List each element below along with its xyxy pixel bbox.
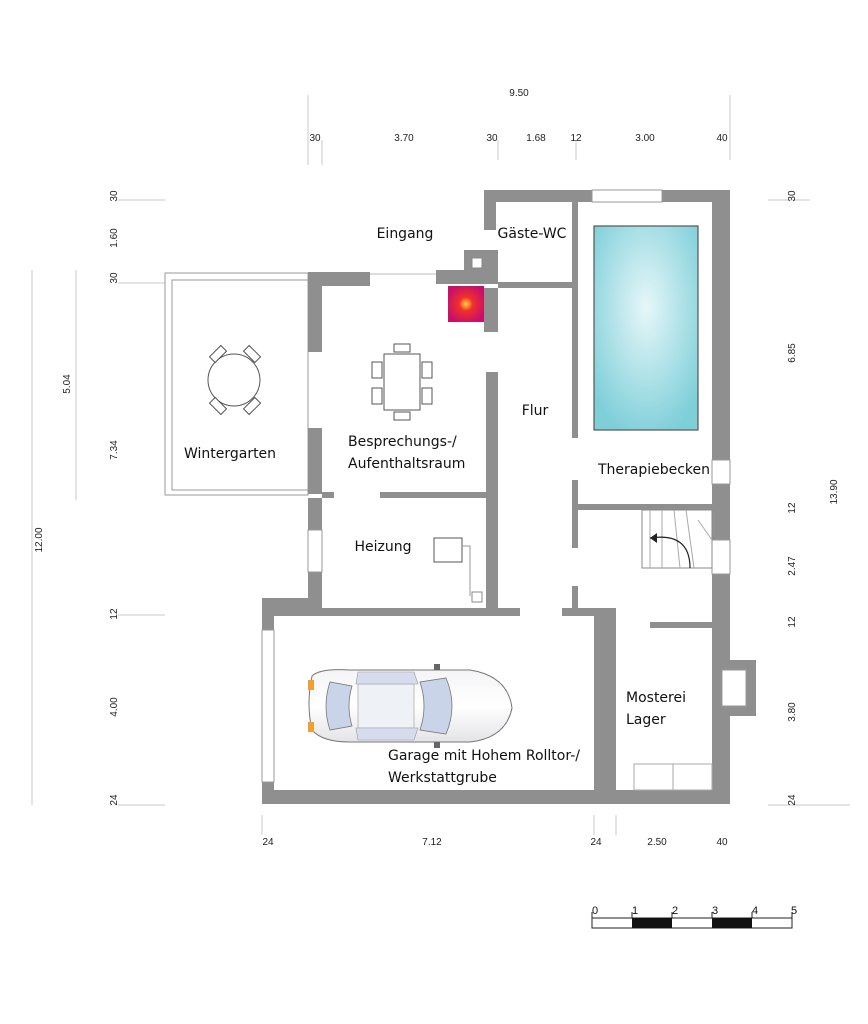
dim-right-3: 2.47 — [787, 556, 798, 576]
dim-right-0: 30 — [787, 190, 798, 202]
dim-top-1: 3.70 — [394, 133, 414, 144]
therapy-pool — [593, 225, 699, 431]
dim-left-4: 12 — [109, 608, 120, 620]
room-label-wintergarten: Wintergarten — [184, 446, 276, 462]
dim-top-total: 9.50 — [509, 88, 529, 99]
scale-label-0: 0 — [592, 905, 598, 917]
room-label-gaeste-wc: Gäste-WC — [498, 226, 567, 242]
dim-left-6: 24 — [109, 794, 120, 806]
dim-bottom-2: 24 — [590, 837, 602, 848]
car-icon — [308, 664, 513, 748]
room-label-garage-line1: Garage mit Hohem Rolltor-/ — [388, 748, 580, 764]
room-label-heizung: Heizung — [354, 539, 411, 555]
dim-right-total: 13.90 — [829, 479, 840, 504]
dim-top-2: 30 — [486, 133, 498, 144]
dim-left-1: 1.60 — [109, 228, 120, 248]
dim-right-1: 6.85 — [787, 343, 798, 363]
scale-label-1: 1 — [632, 905, 638, 917]
scale-label-5: 5 — [791, 905, 797, 917]
shelf-icon — [633, 763, 713, 791]
dim-right-6: 24 — [787, 794, 798, 806]
dim-top-4: 12 — [570, 133, 582, 144]
room-label-garage-line2: Werkstattgrube — [388, 770, 497, 786]
staircase-icon — [641, 509, 713, 569]
boiler-icon — [433, 537, 483, 603]
room-label-mosterei-line2: Lager — [626, 712, 666, 728]
dim-top-3: 1.68 — [526, 133, 546, 144]
dim-top-6: 40 — [716, 133, 728, 144]
scale-label-4: 4 — [752, 905, 758, 917]
fireplace-icon — [448, 257, 484, 322]
dim-top-0: 30 — [309, 133, 321, 144]
round-table-icon — [207, 344, 262, 416]
dim-left-5: 4.00 — [109, 697, 120, 717]
dim-right-2: 12 — [787, 502, 798, 514]
dim-top-5: 3.00 — [635, 133, 655, 144]
dim-right-4: 12 — [787, 616, 798, 628]
room-label-besprechung-line2: Aufenthaltsraum — [348, 456, 465, 472]
room-label-besprechung-line1: Besprechungs-/ — [348, 434, 457, 450]
dim-left-total: 12.00 — [34, 527, 45, 552]
dim-left-3: 7.34 — [109, 440, 120, 460]
dimension-lines — [31, 95, 850, 835]
windows — [261, 189, 731, 783]
room-label-eingang: Eingang — [377, 226, 434, 242]
meeting-table-icon — [371, 343, 433, 421]
room-label-flur: Flur — [522, 403, 549, 419]
wintergarten-glass — [164, 272, 309, 496]
room-label-mosterei-line1: Mosterei — [626, 690, 686, 706]
dim-right-5: 3.80 — [787, 702, 798, 722]
dim-bottom-3: 2.50 — [647, 837, 667, 848]
dim-left-mid: 5.04 — [62, 374, 73, 394]
dim-bottom-4: 40 — [716, 837, 728, 848]
dim-left-0: 30 — [109, 190, 120, 202]
dim-bottom-0: 24 — [262, 837, 274, 848]
dim-left-2: 30 — [109, 272, 120, 284]
room-label-therapiebecken: Therapiebecken — [597, 462, 710, 478]
scale-bar — [591, 912, 793, 929]
scale-label-3: 3 — [712, 905, 718, 917]
scale-label-2: 2 — [672, 905, 678, 917]
dim-bottom-1: 7.12 — [422, 837, 442, 848]
walls — [262, 190, 756, 804]
